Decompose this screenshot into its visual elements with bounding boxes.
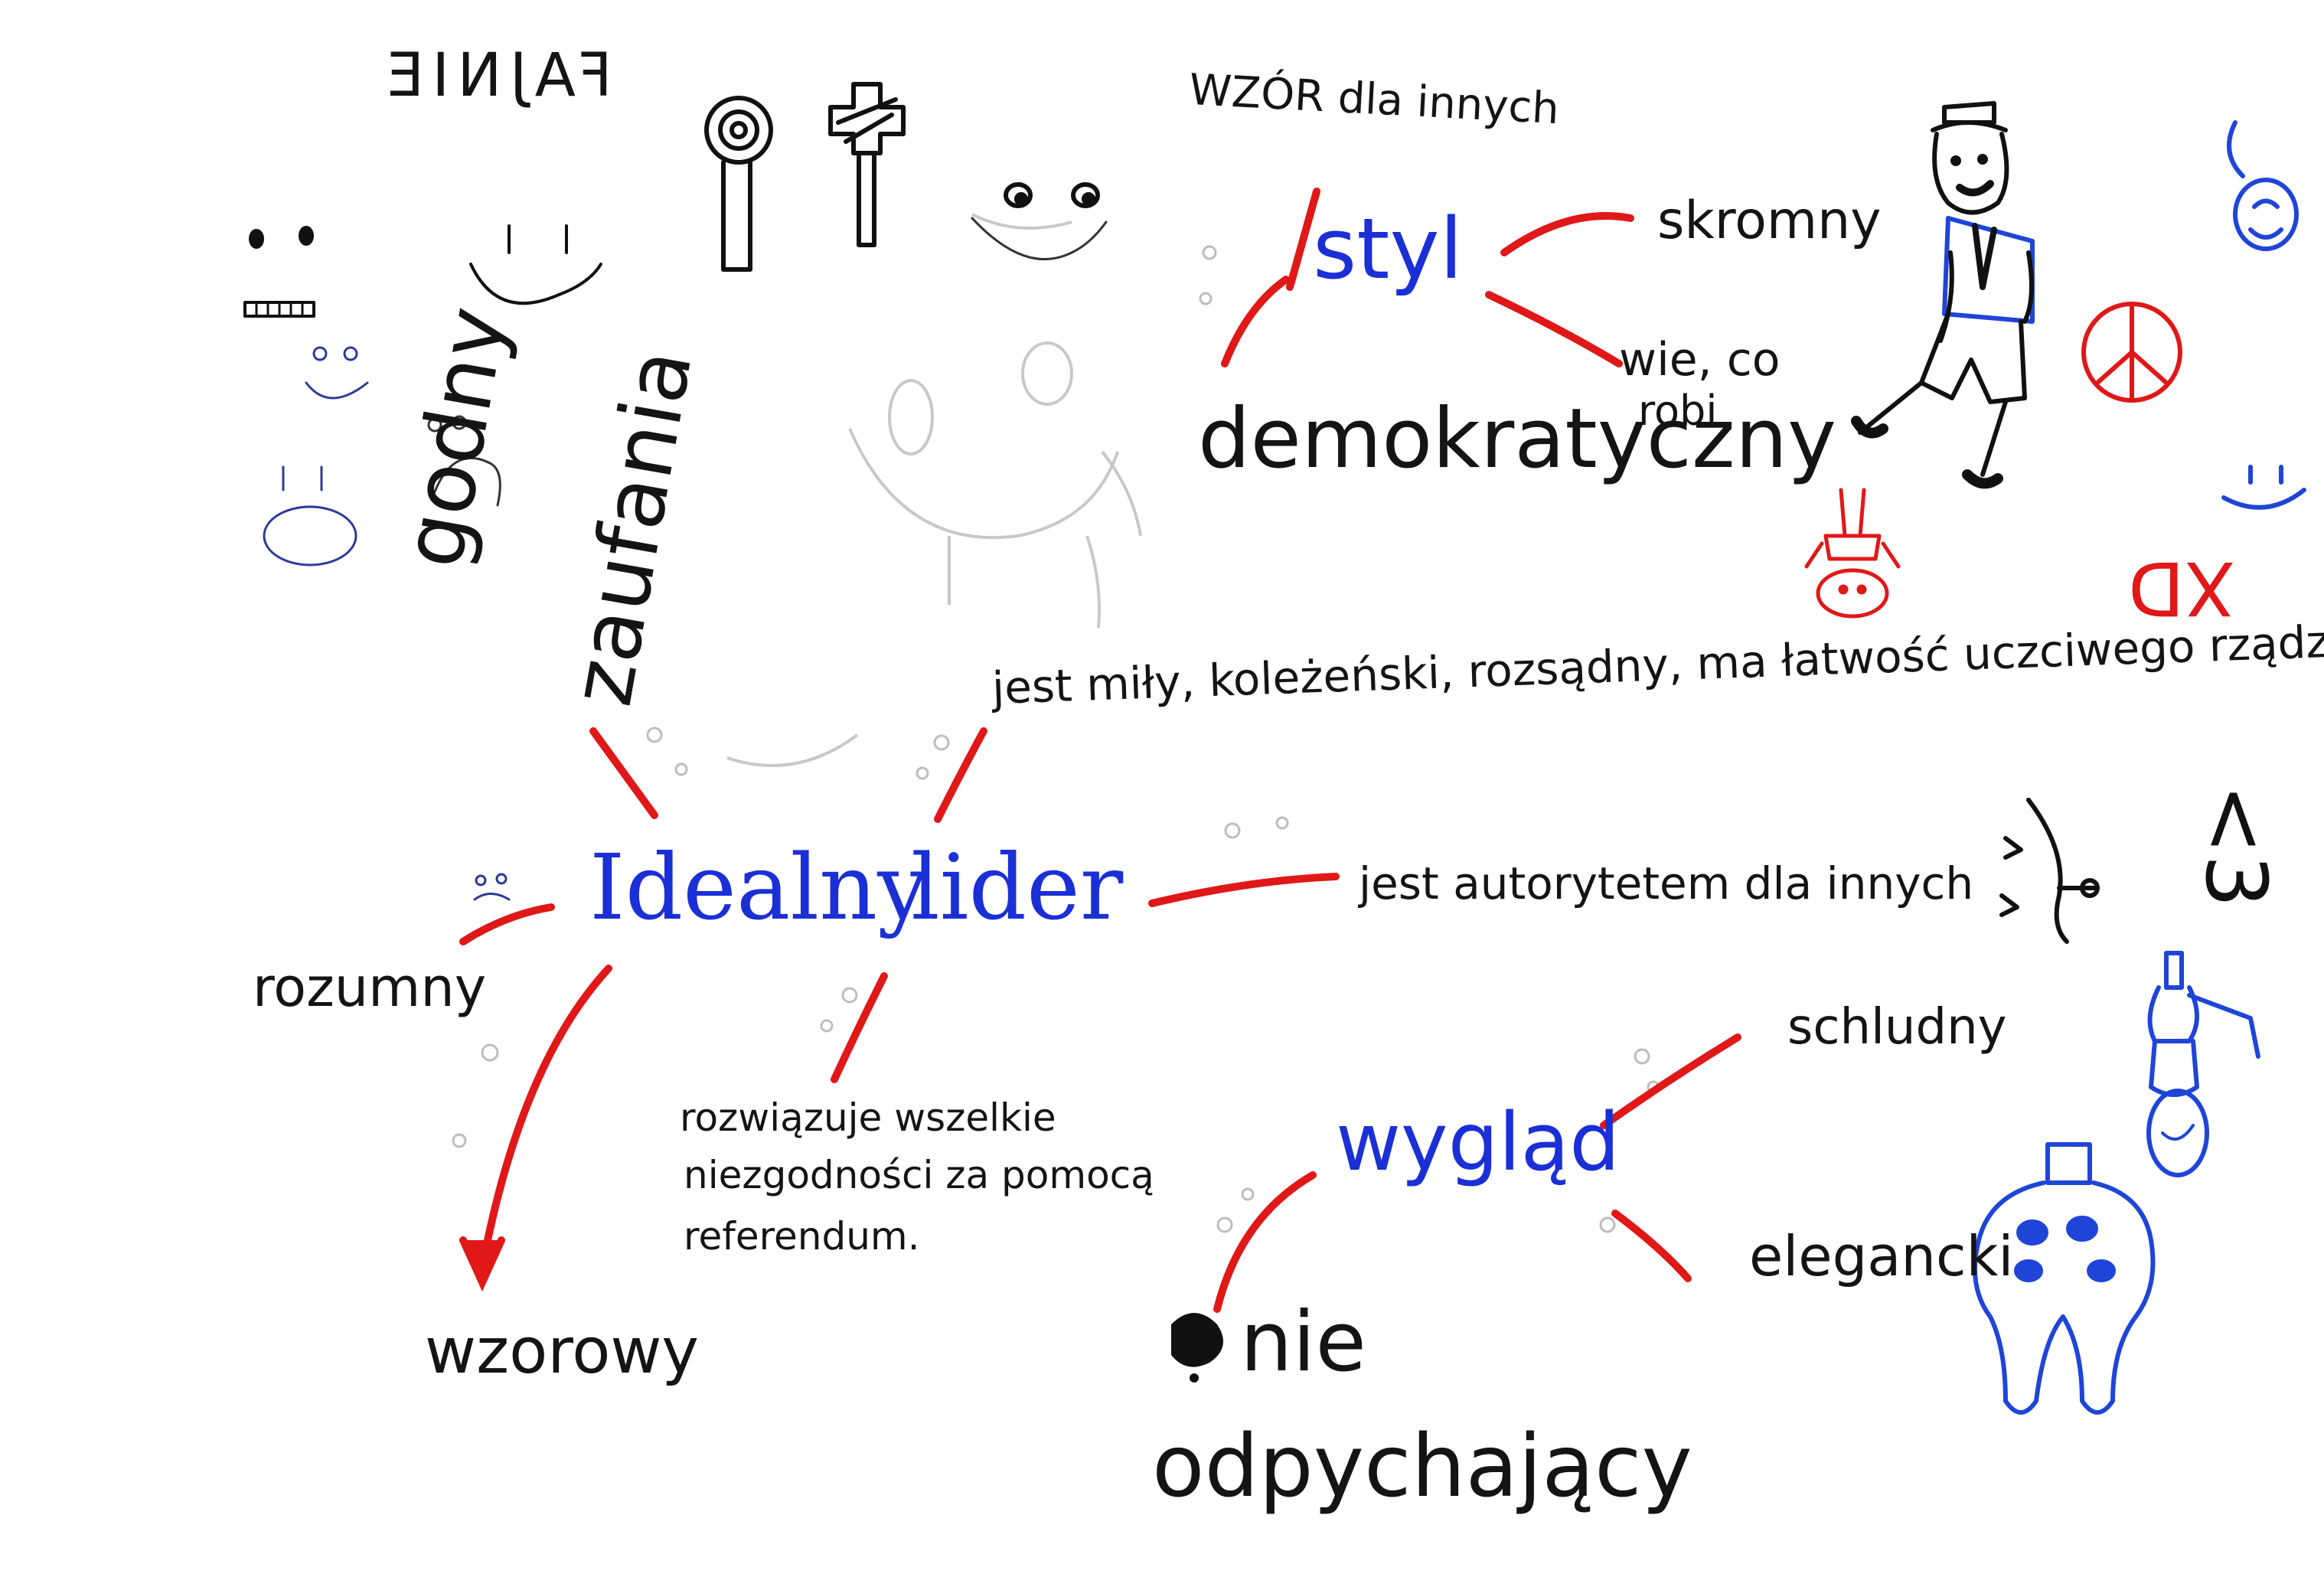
styl-wie-line1: wie, co [1619,333,1781,387]
bubbles-decoration [452,245,1660,1233]
fajnie-mirrored-text: FAJNIE [379,41,612,110]
branch-rozwiazuje-line1: rozwiązuje wszelkie [680,1095,1056,1140]
tiny-sad-face-icon [473,873,511,901]
branch-rozumny: rozumny [253,956,487,1019]
center-word-lider: lider [911,834,1124,940]
smiley-icon [469,224,602,305]
wyglad-elegancki: elegancki [1749,1224,2014,1288]
branch-autorytet: jest autorytetem dla innych [1359,857,1974,909]
bunny-figure-icon [1973,1142,2156,1415]
profile-face-icon [1999,798,2100,944]
red-connectors [459,188,1741,1313]
blue-smile-icon [2221,465,2306,510]
branch-wzorowy: wzorowy [425,1315,699,1388]
xd-text: XD [2128,545,2235,631]
blue-flame-face-icon [2227,120,2299,251]
ghost-face-icon [726,213,1142,767]
teeth-face-icon [243,226,315,318]
heart-emoticon-text: <3 [2187,783,2286,909]
wyglad-odpychajacy: odpychający [1152,1417,1692,1517]
wyglad-title: wygląd [1336,1095,1621,1189]
branch-rozwiazuje-line3: referendum. [684,1214,920,1259]
upside-down-figure-icon [1804,488,1901,619]
small-smiley-icon [305,346,369,400]
center-word-idealny: Idealny [589,834,929,940]
sad-face-icon [427,415,501,507]
peace-symbol-icon [2081,302,2182,403]
wyglad-nie: nie [1240,1295,1366,1390]
branch-rozwiazuje-line2: niezgodności za pomocą [684,1153,1154,1197]
styl-demokratyczny: demokratyczny [1198,391,1837,487]
scout-figure-icon [1851,101,2035,489]
styl-title: styl [1313,200,1464,298]
blue-hanging-figure-icon [2146,951,2260,1177]
ink-blot-icon [1171,1313,1223,1383]
target-sign-icon [704,96,773,272]
styl-skromny: skromny [1657,191,1882,251]
open-mouth-face-icon [263,465,357,566]
wyglad-schludny: schludny [1787,999,2007,1056]
styl-wie-line2: robi [1638,387,1718,435]
cross-sign-icon [828,82,906,247]
ghost-eyes-icon [971,182,1108,261]
